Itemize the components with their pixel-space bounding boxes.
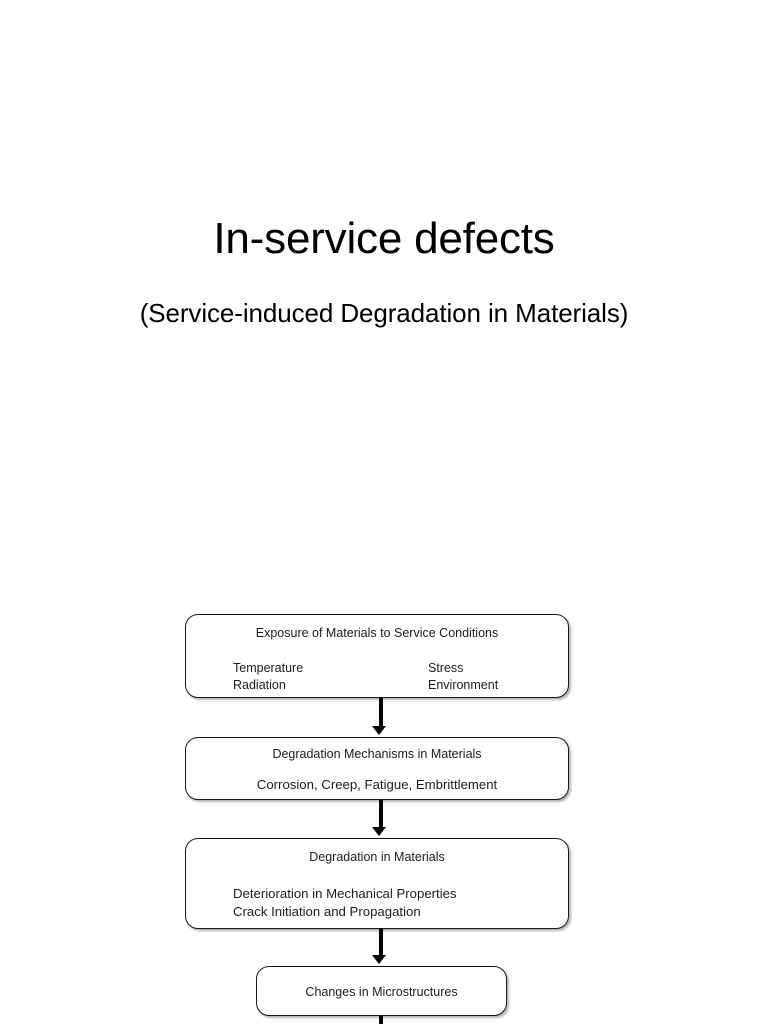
flow-node-degradation-body: Deterioration in Mechanical Properties C…: [233, 885, 457, 921]
page-subtitle: (Service-induced Degradation in Material…: [139, 298, 629, 328]
exposure-item-temperature: Temperature: [233, 661, 304, 675]
exposure-item-radiation: Radiation: [233, 678, 286, 692]
exposure-item-stress: Stress: [428, 661, 464, 675]
flow-node-degradation-title: Degradation in Materials: [309, 850, 445, 864]
arrowhead-exposure-to-mechanisms: [372, 726, 386, 735]
page-title: In-service defects: [213, 214, 555, 263]
flow-node-mechanisms-title: Degradation Mechanisms in Materials: [272, 747, 482, 761]
flow-node-microstructures-title: Changes in Microstructures: [305, 985, 458, 999]
arrowhead-degradation-to-microstructures: [372, 955, 386, 964]
exposure-item-environment: Environment: [428, 678, 499, 692]
exposure-column-left: Temperature Radiation: [233, 660, 303, 694]
flow-node-microstructures: Changes in Microstructures: [256, 966, 507, 1016]
flow-node-mechanisms-body: Corrosion, Creep, Fatigue, Embrittlement: [256, 777, 498, 792]
connector-microstructures-continues: [379, 1016, 383, 1024]
flow-node-exposure: Exposure of Materials to Service Conditi…: [185, 614, 569, 698]
flow-node-mechanisms: Degradation Mechanisms in Materials Corr…: [185, 737, 569, 800]
exposure-column-right: Stress Environment: [428, 660, 498, 694]
degradation-line-crack: Crack Initiation and Propagation: [233, 904, 421, 919]
connector-mechanisms-to-degradation: [379, 800, 383, 829]
degradation-line-deterioration: Deterioration in Mechanical Properties: [233, 886, 457, 901]
connector-degradation-to-microstructures: [379, 929, 383, 957]
connector-exposure-to-mechanisms: [379, 698, 383, 728]
arrowhead-mechanisms-to-degradation: [372, 827, 386, 836]
flow-node-exposure-title: Exposure of Materials to Service Conditi…: [255, 626, 499, 640]
flow-node-degradation: Degradation in Materials Deterioration i…: [185, 838, 569, 929]
